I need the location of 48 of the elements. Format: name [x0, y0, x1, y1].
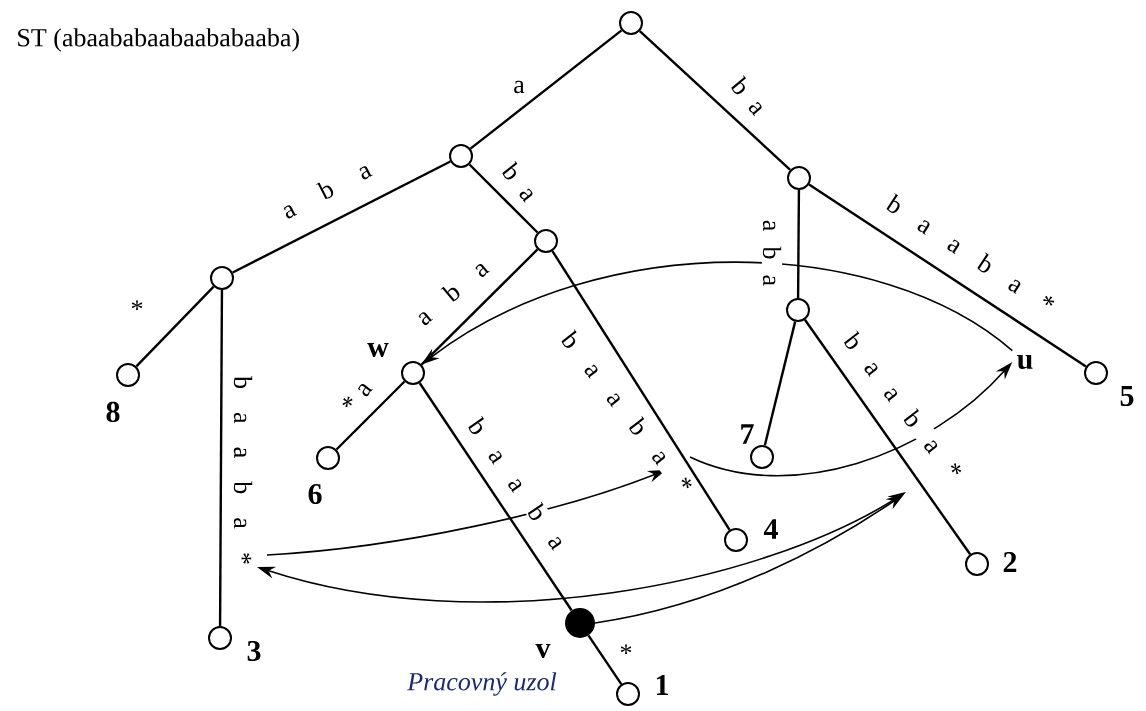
tree-edge [796, 190, 801, 298]
tree-edge [335, 380, 406, 451]
tree-node [786, 298, 810, 322]
tree-edge [468, 163, 539, 234]
edge-label: b a [499, 159, 541, 205]
edge-label: a b a [761, 218, 783, 288]
leaf-number: 6 [308, 483, 322, 505]
tree-edge [639, 30, 791, 171]
leaf-number: 4 [763, 519, 778, 539]
edge-label: b a [728, 73, 770, 119]
tree-edge [232, 160, 451, 274]
tree-edge [763, 321, 797, 446]
leaf-number: 5 [1120, 386, 1134, 406]
tree-node [449, 144, 473, 168]
edge-label: b a a b a * [841, 329, 966, 483]
edge-label: * [129, 299, 145, 319]
leaf-number: 7 [741, 424, 754, 444]
tree-edge [420, 248, 539, 366]
tree-edge [135, 285, 215, 368]
tree-edge [587, 634, 623, 685]
leaf-number: 1 [656, 675, 668, 695]
tree-node [787, 166, 811, 190]
edge-label: a b a [277, 157, 375, 222]
tree-edge [808, 183, 1087, 368]
node-letter: w [367, 342, 389, 357]
tree-edge [418, 382, 573, 612]
title: ST (abaababaabaababaaba) [18, 28, 299, 52]
edge-label: b a a b a * [232, 375, 254, 566]
tree-edge [803, 319, 972, 555]
node-letter: u [1017, 354, 1033, 370]
leaf-number: 2 [1003, 552, 1017, 572]
tree-edge [551, 250, 731, 531]
edge-label: b a a b a * [558, 327, 697, 498]
edge-label: a b a [411, 255, 492, 329]
edge-label: * [618, 643, 634, 663]
edge-label: * a [338, 377, 375, 416]
tree-node [619, 11, 643, 35]
leaf-number: 3 [247, 640, 261, 662]
tree-node [534, 229, 558, 253]
tree-edge [218, 290, 224, 626]
tree-edge [469, 29, 623, 150]
edge-label: a [512, 79, 526, 95]
node-letter: v [535, 643, 551, 658]
edge-label: b a a b a * [883, 191, 1059, 317]
tree-node [210, 266, 234, 290]
edge-label: b a a b a [465, 414, 570, 553]
node-caption: Pracovný uzol [407, 672, 557, 696]
leaf-number: 8 [106, 401, 120, 423]
